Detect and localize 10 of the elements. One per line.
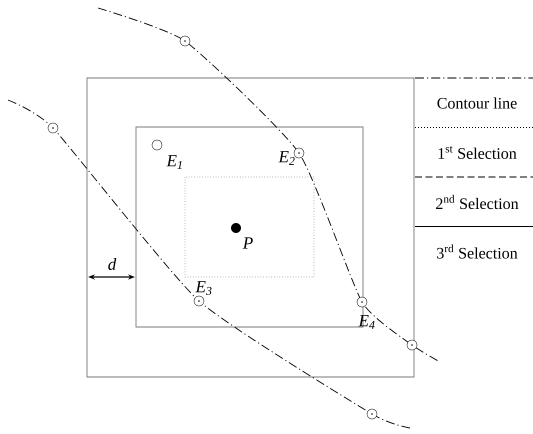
point-label: P: [242, 237, 253, 249]
point-label: E$_{2}$: [278, 151, 295, 165]
legend-label: 1$^{st}$ Selection: [438, 146, 517, 159]
legend-label: 2$^{nd}$ Selection: [436, 194, 518, 210]
point-label: E$_{1}$: [166, 155, 182, 169]
point-label: E$_{4}$: [358, 315, 375, 329]
legend-label: 3$^{rd}$ Selection: [437, 244, 518, 259]
legend-label: Contour line: [437, 97, 517, 109]
point-label: d: [108, 258, 116, 270]
point-label: E$_{3}$: [195, 281, 212, 295]
